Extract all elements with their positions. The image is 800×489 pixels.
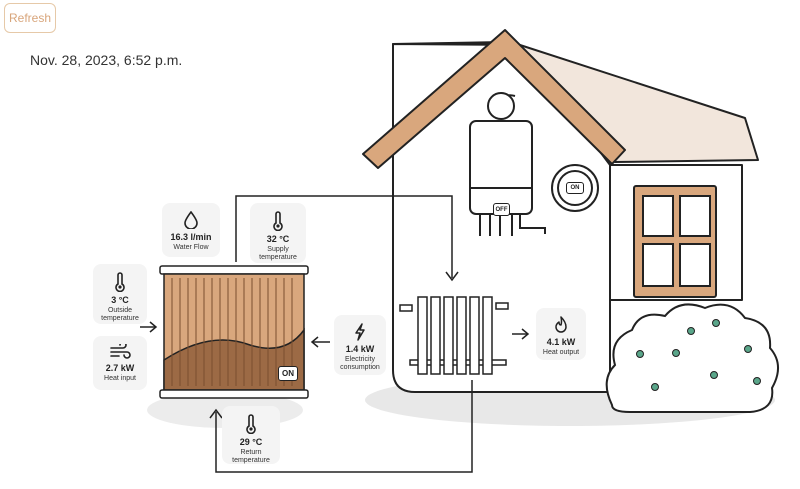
outside-temperature-label: Outside temperature: [101, 307, 139, 322]
supply-temperature-label: Supply temperature: [259, 246, 297, 261]
thermostat-toggle[interactable]: ON: [566, 182, 584, 194]
boiler-toggle[interactable]: OFF: [493, 203, 510, 216]
return-temperature-label: Return temperature: [232, 449, 270, 464]
water-flow-value: 16.3 l/min: [170, 232, 212, 242]
heat-input-label: Heat input: [104, 375, 136, 382]
wind-icon: [109, 344, 131, 360]
heat-pump-unit: [159, 265, 309, 399]
bush: [605, 303, 779, 413]
flame-icon: [553, 316, 569, 334]
heat-input-card: 2.7 kW Heat input: [93, 336, 147, 390]
lightning-icon: [353, 323, 367, 341]
water-flow-card: 16.3 l/min Water Flow: [162, 203, 220, 257]
outside-temperature-card: 3 °C Outside temperature: [93, 264, 147, 324]
heat-input-value: 2.7 kW: [105, 363, 135, 373]
refresh-button[interactable]: Refresh: [4, 3, 56, 33]
electricity-value: 1.4 kW: [345, 344, 375, 354]
return-temperature-card: 29 °C Return temperature: [222, 406, 280, 464]
boiler: [469, 92, 546, 236]
water-flow-label: Water Flow: [173, 244, 209, 251]
timestamp: Nov. 28, 2023, 6:52 p.m.: [30, 52, 183, 68]
heat-output-label: Heat output: [542, 349, 580, 356]
thermometer-icon: [245, 414, 257, 434]
heat-output-card: 4.1 kW Heat output: [536, 308, 586, 360]
supply-temperature-card: 32 °C Supply temperature: [250, 203, 306, 263]
bush-berries: [636, 319, 761, 391]
thermometer-icon: [272, 211, 284, 231]
heat-output-value: 4.1 kW: [546, 337, 576, 347]
droplet-icon: [183, 211, 199, 229]
thermometer-icon: [114, 272, 126, 292]
electricity-card: 1.4 kW Electricity consumption: [334, 315, 386, 375]
pipes: [140, 195, 530, 473]
radiator: [399, 296, 509, 375]
outside-temperature-value: 3 °C: [111, 295, 129, 305]
electricity-label: Electricity consumption: [340, 356, 380, 371]
supply-temperature-value: 32 °C: [266, 234, 290, 244]
return-temperature-value: 29 °C: [239, 437, 263, 447]
heat-pump-toggle[interactable]: ON: [278, 366, 298, 381]
house-window: [633, 185, 717, 298]
